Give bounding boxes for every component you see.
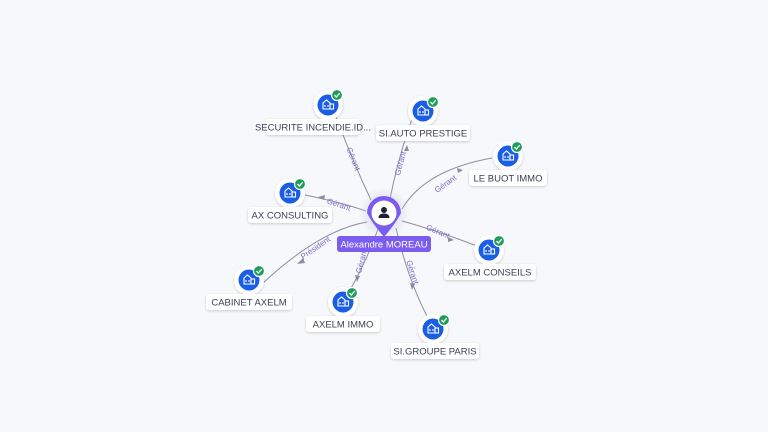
company-node-securite[interactable] [313, 88, 344, 121]
company-label-text: SI.GROUPE PARIS [393, 347, 476, 358]
company-label-axelmimmo[interactable]: AXELM IMMO [306, 316, 380, 332]
company-label-securite[interactable]: SECURITE INCENDIE.ID... [255, 119, 371, 135]
verified-check-icon [492, 234, 506, 248]
arrow-cabinet [297, 258, 305, 264]
building-icon [322, 99, 335, 110]
arrow-axconsulting [318, 195, 325, 200]
company-node-axelmimmo[interactable] [328, 286, 359, 317]
company-label-text: AX CONSULTING [252, 211, 329, 222]
verified-check-icon [330, 88, 344, 102]
edge-label-autoprestige: Gérant [393, 150, 408, 177]
person-node[interactable] [358, 187, 410, 239]
edge-label-cabinet: Président [299, 234, 332, 261]
company-label-text: SECURITE INCENDIE.ID... [255, 123, 371, 134]
company-label-lebuot[interactable]: LE BUOT IMMO [469, 170, 547, 186]
company-label-text: CABINET AXELM [211, 298, 286, 309]
company-node-groupeparis[interactable] [418, 313, 451, 344]
building-icon [284, 187, 297, 198]
company-node-axelmconseils[interactable] [474, 234, 506, 265]
edge-cabinet [262, 221, 368, 284]
person-icon [378, 207, 390, 218]
verified-check-icon [252, 264, 266, 278]
verified-check-icon [345, 286, 359, 300]
person-label[interactable]: Alexandre MOREAU [337, 236, 431, 252]
company-label-cabinet[interactable]: CABINET AXELM [206, 294, 292, 310]
building-icon [483, 244, 496, 255]
verified-check-icon [426, 95, 440, 109]
company-label-text: AXELM IMMO [313, 320, 374, 331]
verified-check-icon [293, 177, 307, 191]
company-label-text: SI.AUTO PRESTIGE [379, 129, 468, 140]
building-icon [427, 323, 440, 334]
building-icon [417, 105, 430, 116]
company-label-autoprestige[interactable]: SI.AUTO PRESTIGE [376, 125, 470, 141]
building-icon [502, 150, 515, 161]
company-label-text: AXELM CONSEILS [449, 268, 532, 279]
verified-check-icon [437, 313, 451, 327]
edge-lebuot [401, 157, 493, 210]
arrow-axelmimmo [355, 275, 360, 282]
arrow-groupeparis [410, 283, 415, 290]
arrow-autoprestige [404, 145, 409, 151]
building-icon [243, 274, 256, 285]
company-node-axconsulting[interactable] [275, 177, 307, 208]
company-label-text: LE BUOT IMMO [474, 174, 543, 185]
company-node-cabinet[interactable] [234, 264, 266, 295]
edge-label-groupeparis: Gérant [404, 259, 420, 286]
building-icon [337, 296, 350, 307]
company-node-lebuot[interactable] [493, 140, 524, 171]
person-label-text: Alexandre MOREAU [340, 240, 427, 251]
company-label-axconsulting[interactable]: AX CONSULTING [248, 207, 332, 223]
arrow-lebuot [457, 168, 463, 173]
company-label-axelmconseils[interactable]: AXELM CONSEILS [444, 264, 536, 280]
company-label-groupeparis[interactable]: SI.GROUPE PARIS [391, 343, 479, 359]
verified-check-icon [510, 140, 524, 154]
arrow-axelmconseils [448, 237, 454, 242]
edge-label-securite: Gérant [345, 146, 363, 173]
company-node-autoprestige[interactable] [408, 95, 440, 126]
edge-axelmconseils [401, 220, 478, 247]
